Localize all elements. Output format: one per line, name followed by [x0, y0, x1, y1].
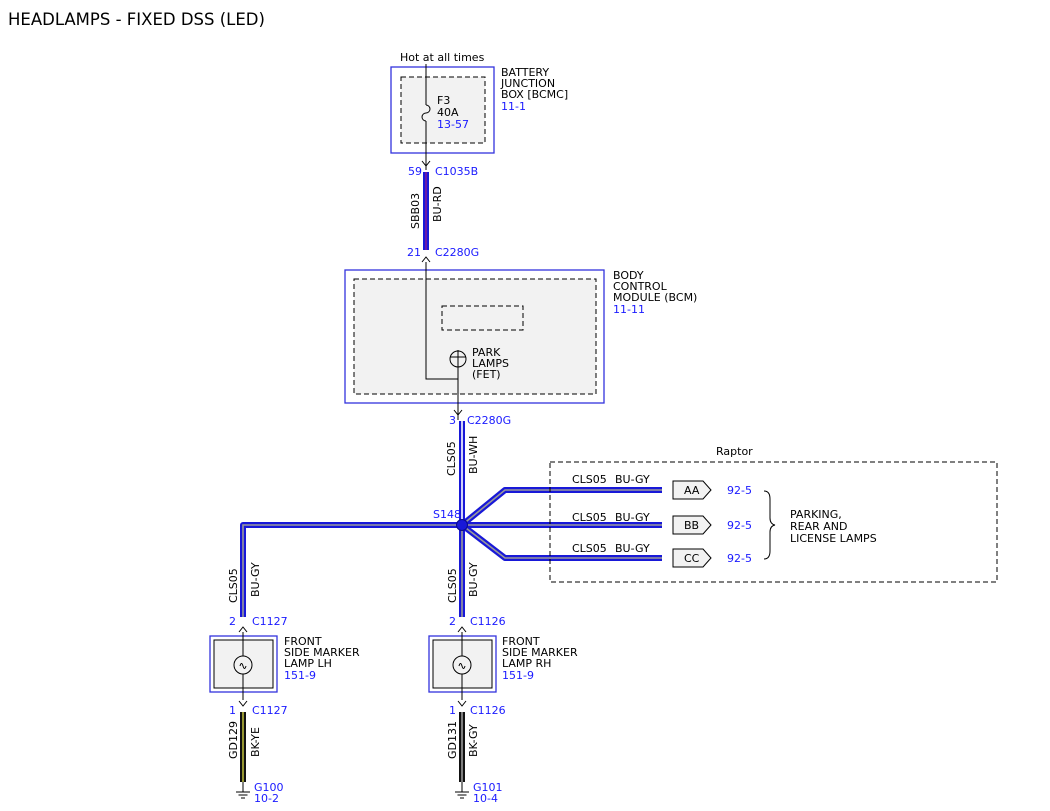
c1035b-pin: 59: [408, 165, 422, 178]
lh-conn-top-pin: 2: [229, 615, 236, 628]
brace-icon: [763, 490, 776, 560]
connector-c1035b-icon: [421, 160, 431, 167]
rh-conn-bottom-pin: 1: [449, 704, 456, 717]
lh-name-2: SIDE MARKER: [284, 646, 360, 659]
c2280g-top-pin: 21: [407, 246, 421, 259]
raptor-branch-2-color: BU-GY: [615, 511, 650, 524]
fet-label-2: LAMPS: [472, 357, 509, 370]
connector-cc: CC: [672, 548, 712, 568]
lh-conn-bottom-pin: 1: [229, 704, 236, 717]
destination-line-1: PARKING,: [790, 508, 842, 521]
sbb03-color: BU-RD: [431, 186, 444, 222]
raptor-branch-2-circuit: CLS05: [572, 511, 607, 524]
battery-junction-box: F3 40A 13-57: [390, 64, 495, 170]
front-side-marker-lamp-lh: [209, 632, 278, 700]
ground-icon: [455, 782, 469, 799]
fuse-ref: 13-57: [437, 118, 469, 131]
raptor-label: Raptor: [716, 445, 753, 458]
battery-box-name-1: BATTERY: [501, 66, 549, 79]
rh-ref: 151-9: [502, 669, 534, 682]
lh-ground-name: G100: [254, 781, 284, 794]
rh-name-2: SIDE MARKER: [502, 646, 578, 659]
connector-aa-label: AA: [684, 484, 700, 497]
connector-c1127-bottom-icon: [238, 700, 248, 707]
lh-name-1: FRONT: [284, 635, 322, 648]
battery-box-name-3: BOX [BCMC]: [501, 88, 568, 101]
lh-conn-bottom-name: C1127: [252, 704, 288, 717]
raptor-branch-2-ref: 92-5: [727, 519, 752, 532]
connector-c1127-top-icon: [238, 626, 248, 633]
fuse-id: F3: [437, 94, 450, 107]
bcm-name-1: BODY: [613, 269, 644, 282]
lamp-bulb-icon: [233, 655, 253, 675]
connector-arrow-icon: [672, 548, 712, 568]
raptor-option-box: [549, 461, 998, 583]
raptor-branch-3-ref: 92-5: [727, 552, 752, 565]
raptor-branch-3-circuit: CLS05: [572, 542, 607, 555]
wire-cls05-network: [240, 421, 662, 617]
lh-name-3: LAMP LH: [284, 657, 332, 670]
sbb03-circuit: SBB03: [409, 193, 422, 229]
fet-label-1: PARK: [472, 346, 501, 359]
hot-at-all-times-label: Hot at all times: [400, 51, 485, 64]
bcm-name-2: CONTROL: [613, 280, 668, 293]
bcm-name-3: MODULE (BCM): [613, 291, 697, 304]
lamp-bulb-icon: [452, 655, 472, 675]
splice-s148-label: S148: [433, 508, 461, 521]
connector-arrow-icon: [672, 480, 712, 500]
rh-ground-circuit: GD131: [446, 721, 459, 759]
fuse-icon: [421, 104, 431, 122]
bcm-ref: 11-11: [613, 303, 645, 316]
cls05-main-color: BU-WH: [467, 436, 480, 474]
rh-conn-top-name: C1126: [470, 615, 506, 628]
rh-name-3: LAMP RH: [502, 657, 551, 670]
rh-conn-top-pin: 2: [449, 615, 456, 628]
rh-wire-circuit: CLS05: [446, 568, 459, 603]
lh-wire-color: BU-GY: [249, 562, 262, 597]
cls05-main-circuit: CLS05: [445, 441, 458, 476]
connector-c1126-top-icon: [457, 626, 467, 633]
connector-bb-label: BB: [684, 519, 699, 532]
front-side-marker-lamp-rh: [428, 632, 497, 700]
connector-cc-label: CC: [684, 552, 700, 565]
lh-ground-ref: 10-2: [254, 792, 279, 805]
lh-ref: 151-9: [284, 669, 316, 682]
connector-c2280g-top-icon: [421, 256, 431, 263]
fet-icon: [449, 350, 467, 368]
lh-ground-color: BK-YE: [249, 727, 262, 757]
raptor-branch-1-circuit: CLS05: [572, 473, 607, 486]
lh-wire-circuit: CLS05: [227, 568, 240, 603]
rh-ground-name: G101: [473, 781, 503, 794]
lh-ground-circuit: GD129: [227, 721, 240, 759]
connector-bb: BB: [672, 515, 712, 535]
fuse-rating: 40A: [437, 106, 459, 119]
fet-label-3: (FET): [472, 368, 501, 381]
connector-c1126-bottom-icon: [457, 700, 467, 707]
c1035b-name: C1035B: [435, 165, 478, 178]
c2280g-bottom-name: C2280G: [467, 414, 511, 427]
rh-ground-ref: 10-4: [473, 792, 498, 805]
rh-ground-color: BK-GY: [467, 724, 480, 757]
body-control-module: PARK LAMPS (FET): [344, 262, 605, 420]
connector-aa: AA: [672, 480, 712, 500]
connector-c2280g-bottom-icon: [453, 409, 463, 416]
raptor-branch-3-color: BU-GY: [615, 542, 650, 555]
splice-s148-icon: [456, 519, 468, 531]
destination-line-2: REAR AND: [790, 520, 847, 533]
battery-box-name-2: JUNCTION: [500, 77, 555, 90]
destination-line-3: LICENSE LAMPS: [790, 532, 877, 545]
connector-arrow-icon: [672, 515, 712, 535]
raptor-branch-1-color: BU-GY: [615, 473, 650, 486]
c2280g-bottom-pin: 3: [449, 414, 456, 427]
rh-conn-bottom-name: C1126: [470, 704, 506, 717]
ground-icon: [236, 782, 250, 799]
page-title: HEADLAMPS - FIXED DSS (LED): [8, 10, 265, 29]
rh-wire-color: BU-GY: [467, 562, 480, 597]
raptor-branch-1-ref: 92-5: [727, 484, 752, 497]
c2280g-top-name: C2280G: [435, 246, 479, 259]
lh-conn-top-name: C1127: [252, 615, 288, 628]
battery-box-ref: 11-1: [501, 100, 526, 113]
rh-name-1: FRONT: [502, 635, 540, 648]
